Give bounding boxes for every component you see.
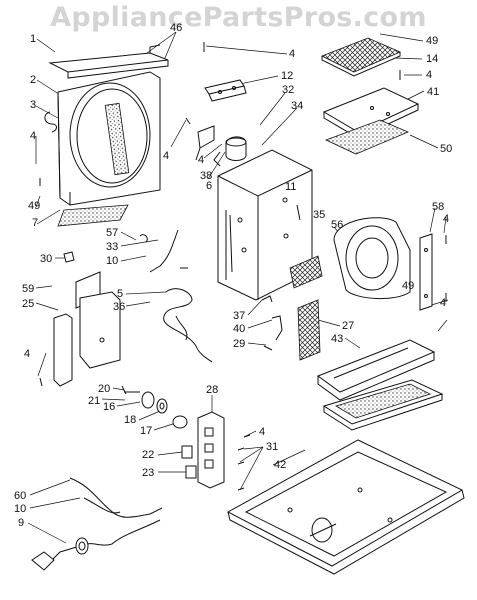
callout-4: 4	[289, 48, 296, 60]
mesh-grille-panel	[321, 37, 402, 77]
callout-4: 4	[163, 150, 170, 162]
small-grille	[289, 255, 323, 289]
vertical-grille	[297, 299, 321, 361]
mount-clip	[63, 251, 75, 263]
leader-lines	[27, 31, 449, 544]
callout-11: 11	[285, 181, 297, 193]
callout-23: 23	[142, 467, 155, 479]
top-cover-strip	[48, 44, 169, 79]
callout-49: 49	[426, 35, 439, 47]
drain-tray	[316, 339, 436, 401]
callout-10: 10	[14, 503, 27, 515]
screw	[296, 204, 301, 221]
callout-60: 60	[14, 490, 27, 502]
callout-41: 41	[427, 86, 440, 98]
callout-4: 4	[440, 297, 447, 309]
callout-4: 4	[24, 348, 31, 360]
switches	[181, 445, 197, 479]
callout-38: 38	[200, 170, 213, 182]
capacitor-assembly	[195, 125, 247, 167]
callout-4: 4	[30, 130, 37, 142]
callout-32: 32	[282, 84, 295, 96]
power-cord	[31, 477, 163, 571]
callout-22: 22	[142, 449, 155, 461]
callout-57: 57	[106, 227, 119, 239]
callout-5: 5	[117, 288, 124, 300]
callout-58: 58	[432, 201, 445, 213]
callout-50: 50	[440, 143, 453, 155]
filter-strip	[57, 204, 129, 227]
callout-30: 30	[40, 253, 53, 265]
callout-17: 17	[140, 425, 153, 437]
callout-25: 25	[22, 298, 35, 310]
callout-35: 35	[313, 209, 326, 221]
base-pan	[226, 439, 465, 575]
control-bracket	[197, 411, 225, 489]
callout-6: 6	[206, 180, 213, 192]
callout-3: 3	[30, 99, 37, 111]
callout-40: 40	[233, 323, 246, 335]
control-knobs	[124, 391, 188, 429]
callout-43: 43	[331, 333, 344, 345]
wire-spring	[163, 288, 213, 363]
callout-4: 4	[443, 213, 450, 225]
callout-42: 42	[274, 459, 287, 471]
screws	[39, 42, 447, 491]
callout-20: 20	[98, 383, 111, 395]
base-filter	[322, 379, 444, 431]
callout-31: 31	[266, 441, 279, 453]
callout-33: 33	[106, 241, 119, 253]
callout-2: 2	[30, 74, 37, 86]
callout-1: 1	[30, 33, 37, 45]
side-bracket	[419, 233, 433, 311]
callout-4: 4	[426, 69, 433, 81]
cover-plate	[322, 87, 420, 155]
callout-7: 7	[32, 217, 39, 229]
top-bracket	[204, 79, 247, 102]
callout-10: 10	[106, 255, 119, 267]
callout-18: 18	[124, 414, 137, 426]
callout-4: 4	[198, 154, 205, 166]
callout-49: 49	[28, 200, 41, 212]
callout-49: 49	[402, 280, 415, 292]
callout-37: 37	[233, 310, 246, 322]
callout-28: 28	[206, 384, 219, 396]
callout-12: 12	[281, 70, 294, 82]
callout-36: 36	[113, 301, 126, 313]
callout-4: 4	[259, 426, 266, 438]
sensor-wire	[139, 229, 179, 273]
blower-housing	[333, 217, 411, 300]
left-side-panels	[53, 271, 121, 387]
callout-21: 21	[88, 395, 101, 407]
callout-46: 46	[170, 22, 183, 34]
callout-14: 14	[426, 53, 439, 65]
callout-9: 9	[18, 517, 25, 529]
hook-spring	[44, 111, 57, 133]
callout-29: 29	[233, 338, 246, 350]
callout-59: 59	[22, 283, 35, 295]
front-bezel	[57, 71, 161, 206]
callout-27: 27	[342, 320, 355, 332]
callout-34: 34	[291, 100, 304, 112]
callout-56: 56	[331, 219, 344, 231]
callout-16: 16	[103, 401, 116, 413]
small-wire-clips	[261, 295, 283, 351]
